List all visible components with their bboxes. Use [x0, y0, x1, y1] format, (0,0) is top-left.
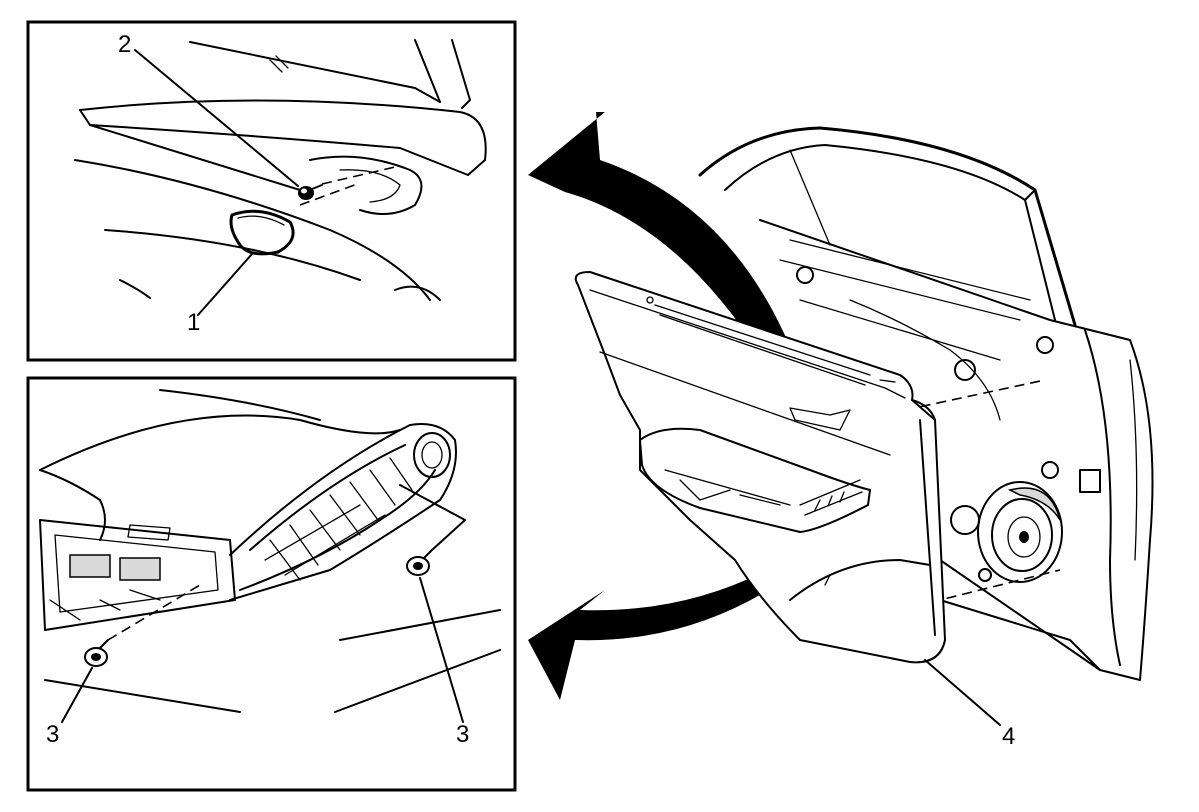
leader-line-2 [134, 49, 299, 187]
callout-1: 1 [187, 309, 200, 336]
door-trim-panel [574, 271, 946, 664]
screw-fastener-2 [298, 184, 323, 200]
screw-fastener-3-left [84, 639, 109, 667]
door-inner-panel [698, 126, 1154, 681]
leader-line-4 [924, 659, 1001, 726]
callout-3a: 3 [46, 721, 59, 748]
detail-panel-top: 2 1 [26, 20, 517, 362]
detail-frame-top [26, 20, 517, 362]
leader-line-1 [197, 253, 253, 316]
screw-fastener-3-right [406, 549, 433, 576]
detail-panel-bottom: 3 3 [26, 376, 517, 792]
callout-4: 4 [1002, 723, 1015, 750]
leader-line-3a [61, 667, 93, 723]
trim-cover-cap [229, 209, 295, 256]
leader-line-3b [419, 577, 464, 723]
callout-3b: 3 [456, 721, 469, 748]
curved-arrow-down-icon [528, 530, 835, 700]
door-speaker [977, 481, 1063, 583]
callout-2: 2 [118, 31, 131, 58]
detail-frame-bottom [26, 376, 517, 792]
